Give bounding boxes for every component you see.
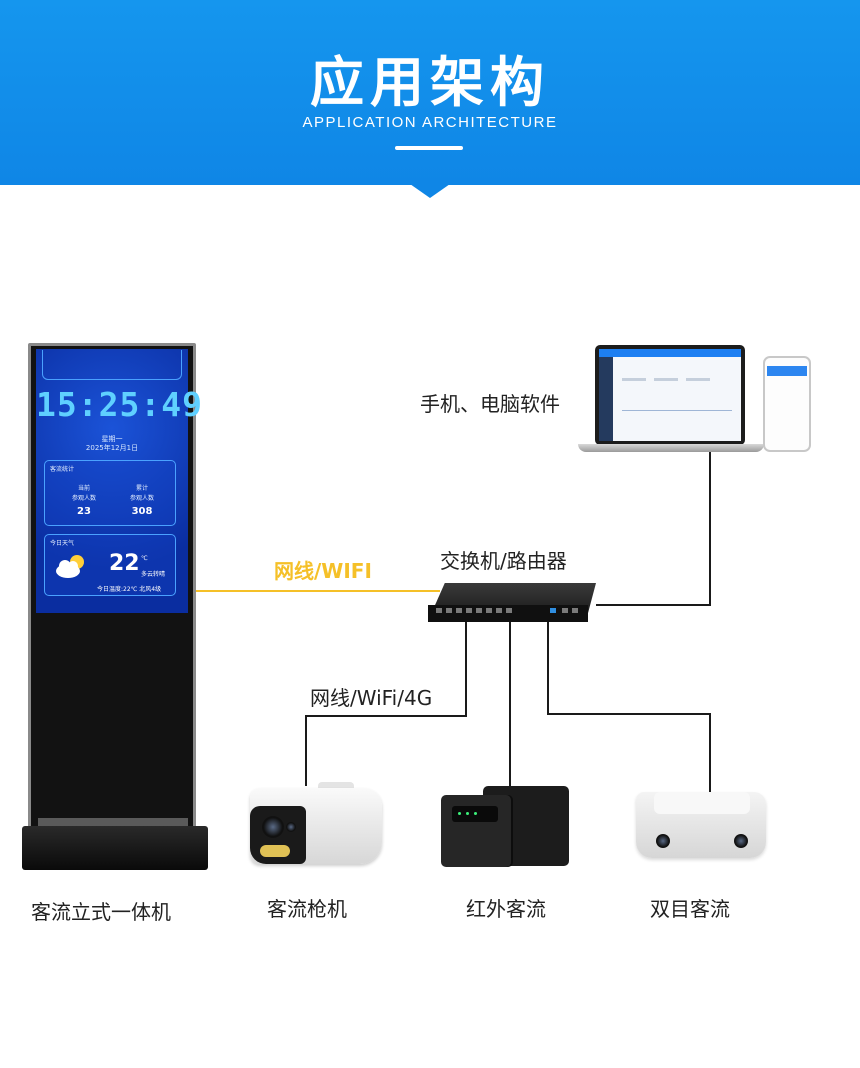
switch-port xyxy=(496,608,502,613)
switch-port xyxy=(456,608,462,613)
switch-port xyxy=(476,608,482,613)
camera-lens xyxy=(262,816,284,838)
stats-title: 客流统计 xyxy=(50,466,75,473)
switch-port xyxy=(562,608,568,613)
banner-notch xyxy=(410,184,450,198)
binocular-top-cover xyxy=(654,792,750,814)
kiosk-weather-panel: 今日天气 22 ℃ 多云转晴 今日温度:22℃ 北风4级 xyxy=(44,534,176,596)
kiosk-screen-frame xyxy=(42,350,182,380)
binocular-left-lens xyxy=(656,834,670,848)
infrared-led xyxy=(466,812,469,815)
page-title: 应用架构 xyxy=(310,51,550,114)
current-label: 当前 xyxy=(77,485,90,492)
switch-port xyxy=(572,608,578,613)
kiosk-base-neck xyxy=(38,818,188,828)
laptop-chart-line xyxy=(654,378,678,381)
wire-switch-camera xyxy=(305,622,467,786)
software-label: 手机、电脑软件 xyxy=(420,392,560,416)
camera-sensor xyxy=(286,822,296,832)
device-link-label: 网线/WiFi/4G xyxy=(310,686,433,710)
switch-port xyxy=(436,608,442,613)
total-label: 累计 xyxy=(135,485,148,492)
wire-switch-binocular xyxy=(547,622,711,792)
current-sub: 参观人数 xyxy=(71,495,96,502)
weather-title: 今日天气 xyxy=(50,540,75,547)
switch-port xyxy=(486,608,492,613)
kiosk-stats-panel: 客流统计 当前 参观人数 23 累计 参观人数 308 xyxy=(44,460,176,526)
kiosk-label: 客流立式一体机 xyxy=(31,900,171,924)
page-subtitle: APPLICATION ARCHITECTURE xyxy=(302,114,558,131)
total-value: 308 xyxy=(131,506,153,517)
header-banner xyxy=(0,0,860,185)
camera-ir-light xyxy=(260,845,290,857)
infrared-label: 红外客流 xyxy=(466,897,546,921)
weather-condition: 多云转晴 xyxy=(141,571,166,578)
laptop-base xyxy=(578,444,764,452)
kiosk-base xyxy=(22,826,208,870)
total-sub: 参观人数 xyxy=(129,495,154,502)
cloud-sun-icon xyxy=(56,555,84,578)
binocular-right-lens xyxy=(734,834,748,848)
laptop-chart-axis xyxy=(622,410,732,411)
temperature-unit: ℃ xyxy=(141,555,148,562)
switch-port xyxy=(466,608,472,613)
switch-port xyxy=(446,608,452,613)
binocular-label: 双目客流 xyxy=(650,897,730,921)
laptop-app-sidebar xyxy=(599,357,613,441)
camera-label: 客流枪机 xyxy=(267,897,347,921)
switch-label: 交换机/路由器 xyxy=(440,549,567,573)
kiosk-link-label: 网线/WIFI xyxy=(274,559,372,583)
current-value: 23 xyxy=(77,506,91,517)
laptop-app-header xyxy=(599,349,741,357)
wire-switch-laptop xyxy=(596,452,711,606)
title-underline xyxy=(395,146,463,150)
phone-app-header xyxy=(767,366,807,376)
infrared-led xyxy=(458,812,461,815)
infrared-led xyxy=(474,812,477,815)
kiosk-clock: 15:25:49 xyxy=(36,385,203,424)
kiosk-date: 2025年12月1日 xyxy=(85,444,139,452)
weather-detail: 今日温度:22℃ 北风4级 xyxy=(97,586,162,593)
laptop-chart-line xyxy=(686,378,710,381)
kiosk-weekday: 星期一 xyxy=(101,435,123,443)
temperature: 22 xyxy=(109,551,140,576)
laptop-display xyxy=(599,349,741,441)
laptop-chart-line xyxy=(622,378,646,381)
switch-port xyxy=(506,608,512,613)
switch-uplink-port xyxy=(550,608,556,613)
